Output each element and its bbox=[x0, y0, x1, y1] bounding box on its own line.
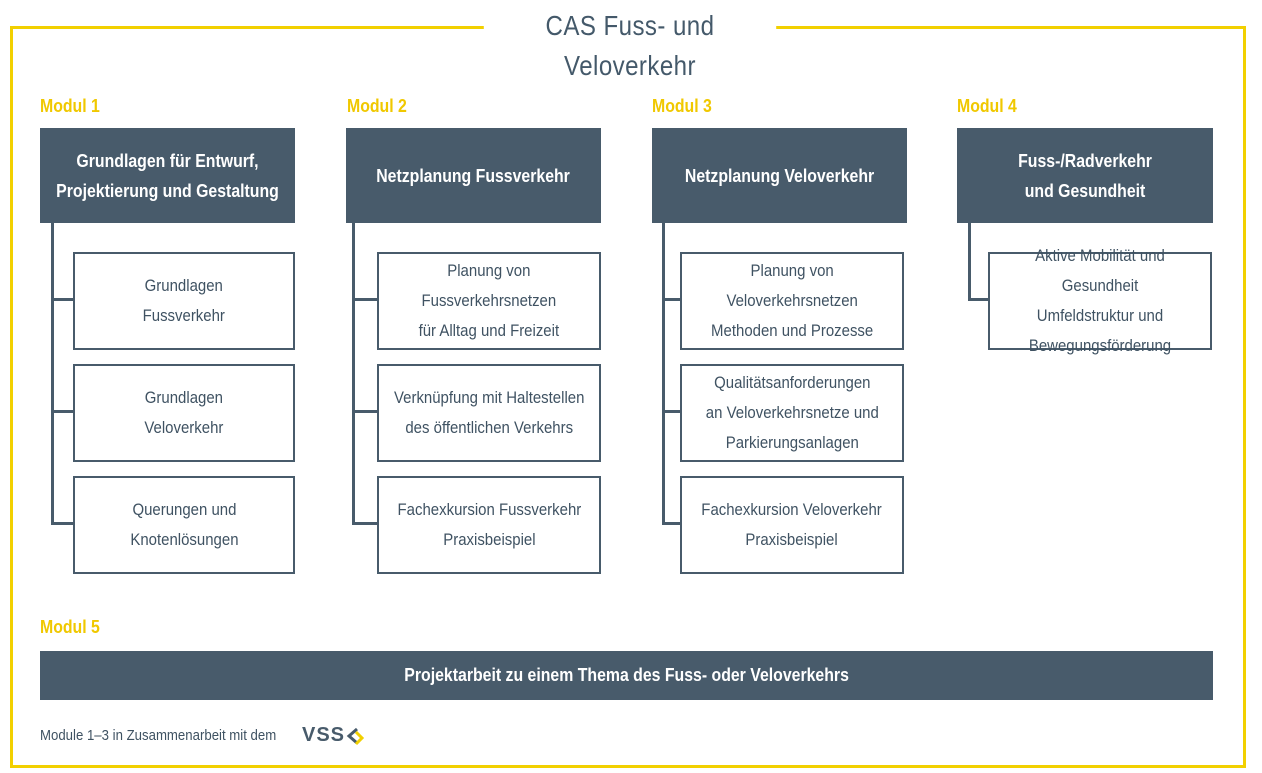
modul-3-header-text: Netzplanung Veloverkehr bbox=[684, 165, 875, 186]
modul-3-branch-1 bbox=[662, 298, 682, 301]
modul-3-item-2-text: Qualitätsanforderungen an Veloverkehrsne… bbox=[705, 373, 879, 452]
modul-4-connector bbox=[968, 223, 971, 301]
modul-3-label: Modul 3 bbox=[652, 96, 712, 116]
modul-4-header: Fuss-/Radverkehr und Gesundheit bbox=[957, 128, 1213, 223]
modul-2-item-1: Planung von Fussverkehrsnetzen für Allta… bbox=[377, 252, 601, 350]
modul-2-header: Netzplanung Fussverkehr bbox=[346, 128, 601, 223]
modul-2-branch-2 bbox=[352, 410, 378, 413]
modul-4-label: Modul 4 bbox=[957, 96, 1017, 116]
modul-3-item-3-text: Fachexkursion Veloverkehr Praxisbeispiel bbox=[701, 500, 883, 549]
modul-5-label: Modul 5 bbox=[40, 617, 100, 637]
modul-3-item-2: Qualitätsanforderungen an Veloverkehrsne… bbox=[680, 364, 904, 462]
modul-4-item-1-text: Aktive Mobilität und Gesundheit Umfeldst… bbox=[1028, 246, 1172, 355]
modul-1-item-1: Grundlagen Fussverkehr bbox=[73, 252, 295, 350]
modul-2-label: Modul 2 bbox=[347, 96, 407, 116]
modul-1-branch-1 bbox=[51, 298, 74, 301]
footnote: Module 1–3 in Zusammenarbeit mit dem VSS bbox=[40, 724, 367, 747]
modul-3-item-3: Fachexkursion Veloverkehr Praxisbeispiel bbox=[680, 476, 904, 574]
modul-1-item-3-text: Querungen und Knotenlösungen bbox=[129, 500, 239, 549]
modul-2-item-1-text: Planung von Fussverkehrsnetzen für Allta… bbox=[418, 261, 560, 340]
modul-2-item-3: Fachexkursion Fussverkehr Praxisbeispiel bbox=[377, 476, 601, 574]
modul-1-item-2: Grundlagen Veloverkehr bbox=[73, 364, 295, 462]
modul-5-text: Projektarbeit zu einem Thema des Fuss- o… bbox=[404, 665, 849, 685]
modul-1-item-2-text: Grundlagen Veloverkehr bbox=[144, 388, 224, 437]
modul-2-header-text: Netzplanung Fussverkehr bbox=[376, 165, 571, 186]
vss-chevron-icon bbox=[346, 727, 365, 745]
page-title: CAS Fuss- und Veloverkehr bbox=[483, 6, 777, 81]
modul-1-label: Modul 1 bbox=[40, 96, 100, 116]
modul-3-connector bbox=[662, 223, 665, 524]
vss-logo-text: VSS bbox=[302, 724, 346, 746]
modul-2-branch-3 bbox=[352, 522, 378, 525]
modul-2-connector bbox=[352, 223, 355, 524]
vss-logo: VSS bbox=[302, 724, 367, 747]
modul-1-header-text: Grundlagen für Entwurf, Projektierung un… bbox=[56, 150, 279, 201]
modul-2-item-2-text: Verknüpfung mit Haltestellen des öffentl… bbox=[393, 388, 585, 437]
modul-3-item-1: Planung von Veloverkehrsnetzen Methoden … bbox=[680, 252, 904, 350]
modul-3-branch-2 bbox=[662, 410, 682, 413]
modul-1-connector bbox=[51, 223, 54, 524]
modul-1-item-3: Querungen und Knotenlösungen bbox=[73, 476, 295, 574]
modul-2-item-2: Verknüpfung mit Haltestellen des öffentl… bbox=[377, 364, 601, 462]
modul-1-branch-3 bbox=[51, 522, 74, 525]
modul-5-band: Projektarbeit zu einem Thema des Fuss- o… bbox=[40, 651, 1213, 700]
modul-3-header: Netzplanung Veloverkehr bbox=[652, 128, 907, 223]
modul-2-branch-1 bbox=[352, 298, 378, 301]
modul-2-item-3-text: Fachexkursion Fussverkehr Praxisbeispiel bbox=[397, 500, 581, 549]
footnote-text: Module 1–3 in Zusammenarbeit mit dem bbox=[40, 727, 277, 744]
modul-3-item-1-text: Planung von Veloverkehrsnetzen Methoden … bbox=[710, 261, 874, 340]
modul-1-header: Grundlagen für Entwurf, Projektierung un… bbox=[40, 128, 295, 223]
modul-3-branch-3 bbox=[662, 522, 682, 525]
modul-4-item-1: Aktive Mobilität und Gesundheit Umfeldst… bbox=[988, 246, 1212, 355]
modul-1-item-1-text: Grundlagen Fussverkehr bbox=[142, 276, 226, 325]
modul-1-branch-2 bbox=[51, 410, 74, 413]
modul-4-header-text: Fuss-/Radverkehr und Gesundheit bbox=[1018, 150, 1152, 201]
modul-4-branch-1 bbox=[968, 298, 989, 301]
